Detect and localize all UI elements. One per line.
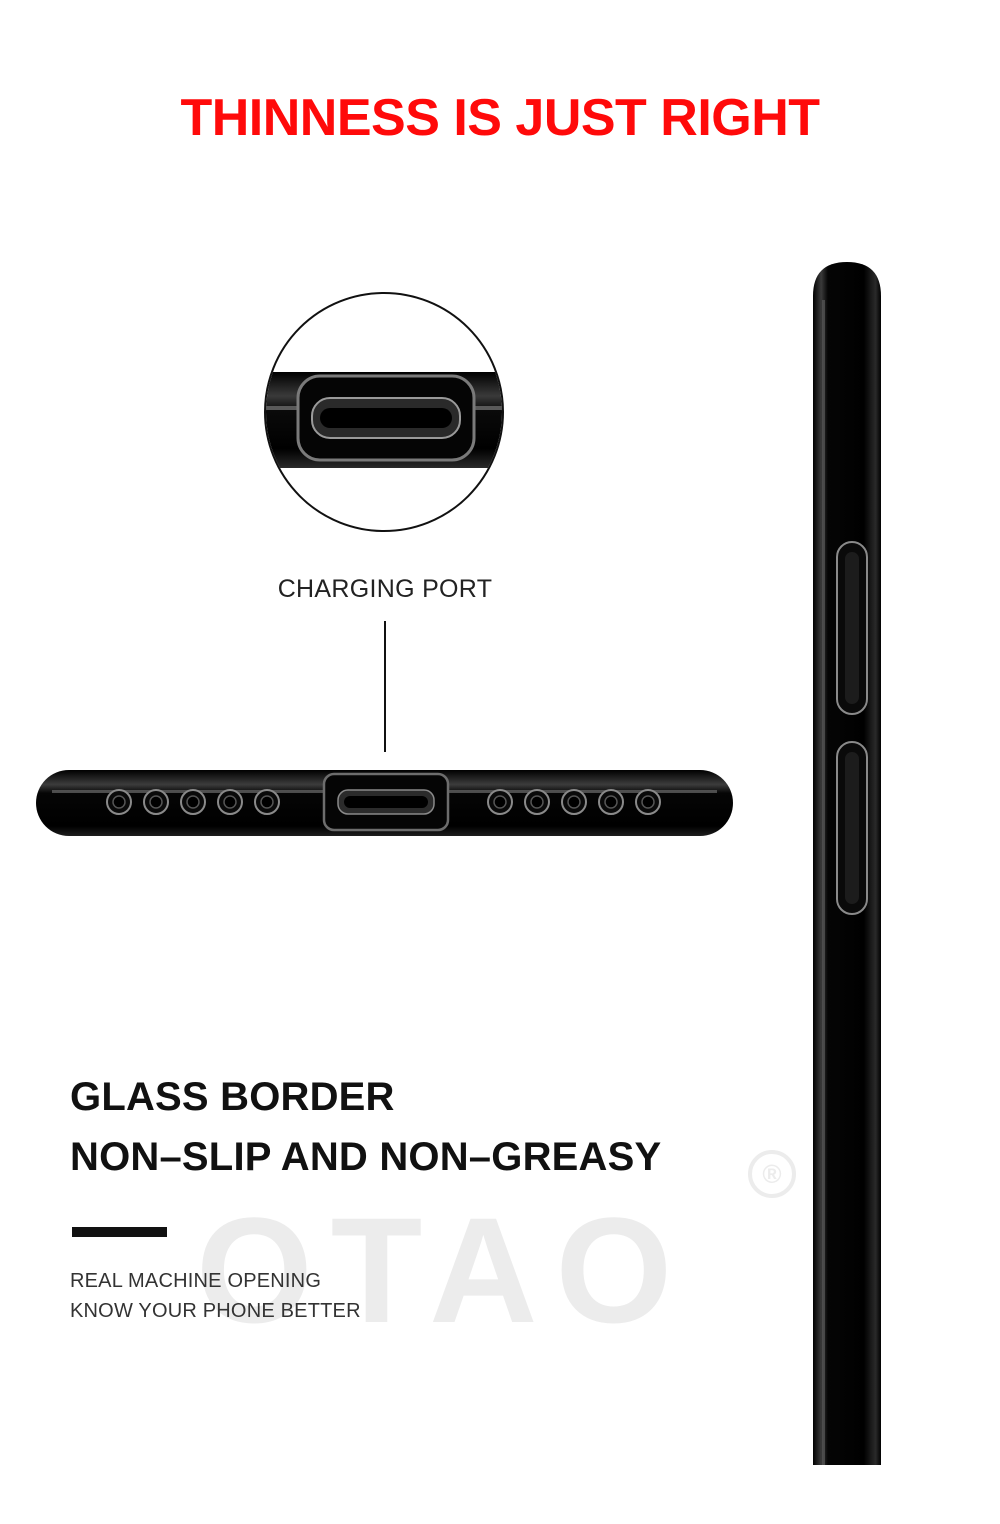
- brand-watermark: OTAO: [196, 1186, 691, 1354]
- headline: THINNESS IS JUST RIGHT: [180, 89, 820, 147]
- speaker-hole-inner: [493, 795, 507, 809]
- speaker-holes-right: [487, 789, 661, 815]
- feature-title-non-slip: NON–SLIP AND NON–GREASY: [70, 1135, 662, 1179]
- speaker-hole-inner: [530, 795, 544, 809]
- speaker-hole-inner: [260, 795, 274, 809]
- speaker-hole-inner: [604, 795, 618, 809]
- feature-title-glass-border: GLASS BORDER: [70, 1075, 395, 1119]
- case-bottom-edge: [36, 770, 733, 836]
- speaker-hole-inner: [112, 795, 126, 809]
- registered-trademark-icon: ®: [748, 1150, 796, 1198]
- speaker-hole-inner: [149, 795, 163, 809]
- case-side-edge: [813, 262, 881, 1465]
- charging-port-zoom: [264, 292, 504, 532]
- subtext-line-1: REAL MACHINE OPENING: [70, 1270, 322, 1292]
- speaker-holes-left: [106, 789, 280, 815]
- speaker-hole-inner: [223, 795, 237, 809]
- divider-bar: [72, 1227, 167, 1237]
- speaker-hole-inner: [641, 795, 655, 809]
- speaker-hole-inner: [567, 795, 581, 809]
- subtext-line-2: KNOW YOUR PHONE BETTER: [70, 1300, 361, 1322]
- callout-line: [384, 621, 386, 752]
- callout-label: CHARGING PORT: [277, 575, 493, 603]
- charging-port-closeup-illustration: [266, 372, 502, 468]
- speaker-hole-inner: [186, 795, 200, 809]
